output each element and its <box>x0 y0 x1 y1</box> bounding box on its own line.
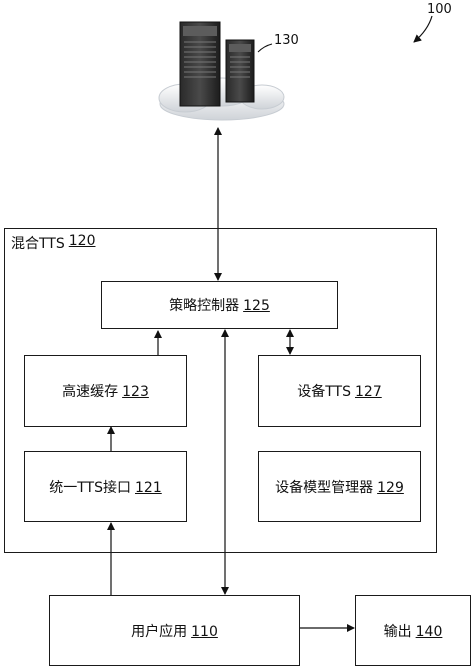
figure-ref-label: 100 <box>427 2 452 17</box>
cloud-icon <box>158 77 285 121</box>
device-tts-box: 设备TTS 127 <box>258 355 421 427</box>
output-ref: 140 <box>415 623 443 640</box>
hybrid-tts-ref: 120 <box>68 233 96 249</box>
user-app-box: 用户应用 110 <box>49 595 300 666</box>
output-box: 输出 140 <box>355 595 471 666</box>
device-model-manager-ref: 129 <box>377 479 404 496</box>
cache-label: 高速缓存 <box>62 384 119 400</box>
figure-ref-arrow <box>413 15 433 43</box>
hybrid-tts-label: 混合TTS <box>11 236 65 252</box>
user-app-label: 用户应用 <box>131 623 188 640</box>
output-label: 输出 <box>383 623 412 640</box>
user-app-ref: 110 <box>191 623 218 640</box>
unified-interface-box: 统一TTS接口 121 <box>24 451 187 522</box>
server-leader-line <box>257 43 273 53</box>
policy-controller-label: 策略控制器 <box>169 298 240 314</box>
policy-controller-ref: 125 <box>243 298 270 314</box>
unified-interface-ref: 121 <box>135 479 162 496</box>
hybrid-tts-container: 混合TTS 120 <box>4 228 437 553</box>
server-ref-label: 130 <box>274 33 299 48</box>
device-tts-label: 设备TTS <box>297 384 351 400</box>
device-model-manager-label: 设备模型管理器 <box>275 479 374 496</box>
device-model-manager-box: 设备模型管理器 129 <box>258 451 421 522</box>
cache-ref: 123 <box>122 384 149 400</box>
cache-box: 高速缓存 123 <box>24 355 187 427</box>
policy-controller-box: 策略控制器 125 <box>101 281 338 329</box>
server-icon <box>179 21 255 107</box>
unified-interface-label: 统一TTS接口 <box>49 479 131 496</box>
device-tts-ref: 127 <box>355 384 382 400</box>
hybrid-tts-title: 混合TTS 120 <box>11 233 95 253</box>
